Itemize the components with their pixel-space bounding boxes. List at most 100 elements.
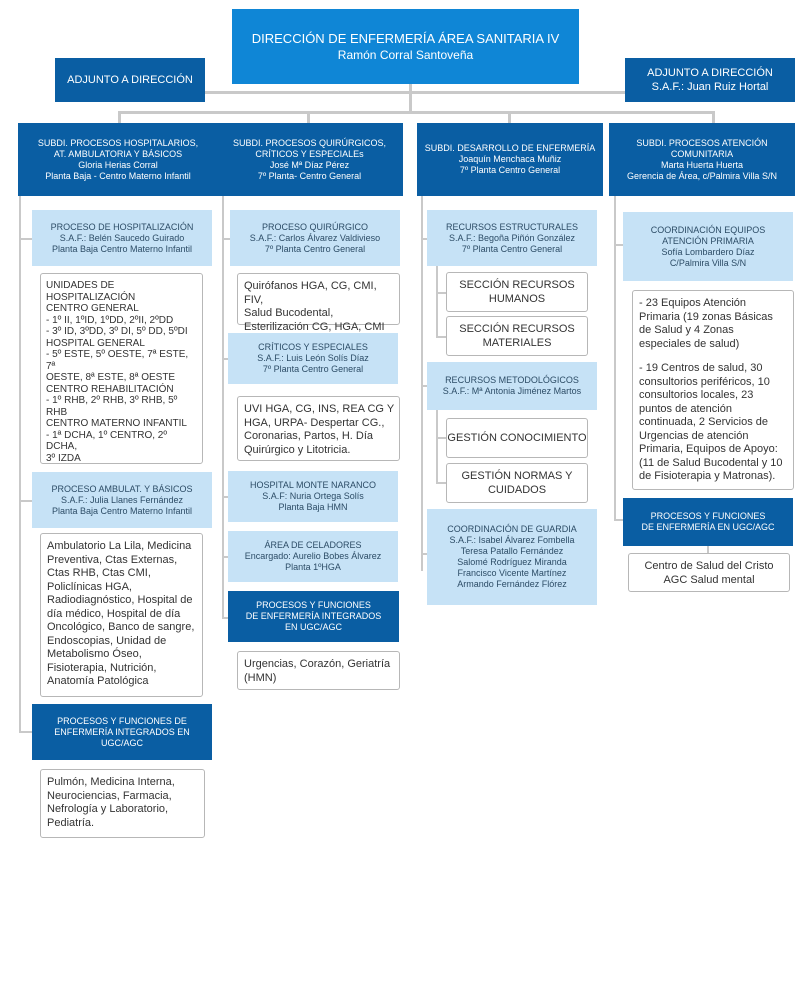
subdi-quirurgicos-header[interactable]: SUBDI. PROCESOS QUIRÚRGICOS, CRÍTICOS Y …	[216, 123, 403, 196]
connector	[436, 482, 446, 484]
recursos-estructurales-box[interactable]: RECURSOS ESTRUCTURALES S.A.F.: Begoña Pi…	[427, 210, 597, 266]
box-line: UGC/AGC	[100, 737, 143, 748]
connector	[707, 545, 709, 555]
list-line: UNIDADES DE HOSPITALIZACIÓN	[46, 280, 136, 303]
gestion-normas-cuidados[interactable]: GESTIÓN NORMAS Y CUIDADOS	[446, 463, 588, 503]
box-line: ATENCIÓN PRIMARIA	[662, 235, 754, 246]
list-line: - 1º II, 1ºID, 1ºDD, 2ºII, 2ºDD	[46, 314, 174, 326]
coordinacion-guardia-box[interactable]: COORDINACIÓN DE GUARDIA S.A.F.: Isabel Á…	[427, 509, 597, 605]
ugc-enfermeria-col4-box[interactable]: PROCESOS Y FUNCIONES DE ENFERMERÍA EN UG…	[623, 498, 793, 546]
connector	[409, 83, 412, 111]
coordinacion-atencion-primaria-box[interactable]: COORDINACIÓN EQUIPOS ATENCIÓN PRIMARIA S…	[623, 212, 793, 281]
box-line: GESTIÓN NORMAS Y	[461, 470, 573, 482]
box-line: Planta Baja Centro Materno Infantil	[51, 243, 193, 254]
connector	[222, 556, 230, 558]
list-line: Anatomía Patológica	[47, 675, 149, 687]
box-line: Salomé Rodríguez Miranda	[457, 557, 567, 567]
header-line: COMUNITARIA	[670, 148, 734, 159]
list-line: - 5º ESTE, 5º OESTE, 7ª ESTE, 7ª	[46, 349, 189, 372]
list-line: Metabolismo Óseo,	[47, 648, 142, 660]
recursos-metodologicos-box[interactable]: RECURSOS METODOLÓGICOS S.A.F.: Mª Antoni…	[427, 362, 597, 410]
list-line: continuada, 2 Servicios de	[639, 416, 769, 428]
seccion-recursos-materiales[interactable]: SECCIÓN RECURSOS MATERIALES	[446, 316, 588, 356]
header-line: SUBDI. DESARROLLO DE ENFERMERÍA	[424, 143, 596, 153]
director-box[interactable]: DIRECCIÓN DE ENFERMERÍA ÁREA SANITARIA I…	[232, 9, 579, 84]
connector	[421, 196, 423, 571]
box-line: S.A.F.: Isabel Álvarez Fombella	[449, 535, 575, 545]
box-line: ÁREA DE CELADORES	[264, 540, 362, 550]
box-line: Planta 1ºHGA	[285, 562, 341, 572]
list-line: - 3º ID, 3ºDD, 3º DI, 5º DD, 5ºDI	[46, 326, 188, 337]
header-line: SUBDI. PROCESOS ATENCIÓN	[636, 137, 768, 148]
list-line: Coronarias, Partos, H. Día	[244, 430, 373, 442]
list-line: - 23 Equipos Atención	[639, 297, 747, 309]
connector	[19, 500, 32, 502]
list-line: Oncológico, Banco de sangre,	[47, 621, 195, 633]
box-line: CUIDADOS	[487, 484, 547, 496]
list-line: consultorios locales, 23	[639, 389, 754, 401]
box-line: Planta Baja Centro Materno Infantil	[51, 505, 193, 516]
header-line: Gloria Herias Corral	[78, 159, 158, 170]
area-celadores-box[interactable]: ÁREA DE CELADORES Encargado: Aurelio Bob…	[228, 531, 398, 582]
box-line: PROCESOS Y FUNCIONES	[256, 600, 371, 610]
adjunto-right-box[interactable]: ADJUNTO A DIRECCIÓN S.A.F.: Juan Ruiz Ho…	[625, 58, 795, 102]
list-line: Primaria, Equipos de Apoyo:	[639, 443, 778, 455]
box-line: DE ENFERMERÍA INTEGRADOS	[245, 611, 382, 621]
list-line: UVI HGA, CG, INS, REA CG Y	[244, 403, 395, 415]
box-line: SECCIÓN RECURSOS	[459, 279, 575, 291]
list-line: - 1º RHB, 2º RHB, 3º RHB, 5º RHB	[46, 395, 178, 418]
connector	[436, 292, 446, 294]
box-line: 7º Planta Centro General	[461, 243, 563, 254]
proceso-ambulatorio-box[interactable]: PROCESO AMBULAT. Y BÁSICOS S.A.F.: Julia…	[32, 472, 212, 528]
connector	[19, 238, 32, 240]
connector	[508, 111, 511, 123]
box-line: PROCESOS Y FUNCIONES DE	[57, 715, 187, 726]
box-line: PROCESO QUIRÚRGICO	[261, 221, 368, 232]
proceso-hospitalizacion-box[interactable]: PROCESO DE HOSPITALIZACIÓN S.A.F.: Belén…	[32, 210, 212, 266]
list-line: Urgencias de atención	[639, 429, 749, 442]
director-name: Ramón Corral Santoveña	[337, 47, 474, 62]
list-line: Ctas RHB, Ctas CMI,	[47, 567, 151, 579]
connector	[205, 91, 625, 94]
box-line: DE ENFERMERÍA EN UGC/AGC	[641, 522, 775, 532]
box-line: ENFERMERÍA INTEGRADOS EN	[54, 726, 190, 737]
list-line: Primaria (19 zonas Básicas	[639, 310, 773, 323]
ambulatorio-list: Ambulatorio La Lila, Medicina Preventiva…	[40, 533, 203, 697]
list-line: especiales de salud)	[639, 337, 740, 350]
box-line: S.A.F.: Mª Antonia Jiménez Martos	[442, 386, 582, 396]
subdi-hospitalarios-header[interactable]: SUBDI. PROCESOS HOSPITALARIOS, AT. AMBUL…	[18, 123, 218, 196]
box-line: S.A.F.: Belén Saucedo Guirado	[59, 232, 185, 243]
list-line: Radiodiagnóstico, Hospital de	[47, 594, 193, 606]
connector	[712, 111, 715, 123]
list-line: Pediatría.	[47, 816, 95, 829]
box-line: RECURSOS ESTRUCTURALES	[445, 221, 579, 232]
hospital-monte-naranco-box[interactable]: HOSPITAL MONTE NARANCO S.A.F: Nuria Orte…	[228, 471, 398, 522]
subdi-comunitaria-header[interactable]: SUBDI. PROCESOS ATENCIÓN COMUNITARIA Mar…	[609, 123, 795, 196]
box-line: C/Palmira Villa S/N	[669, 257, 747, 268]
gestion-conocimiento[interactable]: GESTIÓN CONOCIMIENTO	[446, 418, 588, 458]
list-line: CENTRO MATERNO INFANTIL	[46, 418, 187, 429]
box-line: PROCESO DE HOSPITALIZACIÓN	[50, 221, 194, 232]
connector	[614, 244, 624, 246]
list-line: HOSPITAL GENERAL	[46, 337, 145, 349]
ugc-col4-list: Centro de Salud del Cristo AGC Salud men…	[628, 553, 790, 592]
criticos-especiales-box[interactable]: CRÍTICOS Y ESPECIALES S.A.F.: Luis León …	[228, 333, 398, 384]
adjunto-left-box[interactable]: ADJUNTO A DIRECCIÓN	[55, 58, 205, 102]
ugc-integrados-col1-box[interactable]: PROCESOS Y FUNCIONES DE ENFERMERÍA INTEG…	[32, 704, 212, 760]
connector	[614, 519, 624, 521]
list-line: - 19 Centros de salud, 30	[639, 362, 763, 374]
list-line: 3º IZDA	[46, 452, 81, 464]
ugc-col1-list: Pulmón, Medicina Interna, Neurociencias,…	[40, 769, 205, 838]
ugc-integrados-col2-box[interactable]: PROCESOS Y FUNCIONES DE ENFERMERÍA INTEG…	[228, 591, 399, 642]
list-line: Quirúrgico y Litotricia.	[244, 443, 351, 456]
adjunto-right-name: S.A.F.: Juan Ruiz Hortal	[651, 81, 769, 93]
box-line: Sofía Lombardero Díaz	[661, 246, 755, 257]
box-line: S.A.F: Nuria Ortega Solís	[262, 491, 364, 501]
list-line: Preventiva, Ctas Externas,	[47, 553, 178, 566]
header-line: Gerencia de Área, c/Palmira Villa S/N	[627, 170, 777, 181]
connector	[421, 238, 428, 240]
proceso-quirurgico-box[interactable]: PROCESO QUIRÚRGICO S.A.F.: Carlos Álvare…	[230, 210, 400, 266]
list-line: consultorios periféricos, 10	[639, 375, 770, 388]
seccion-recursos-humanos[interactable]: SECCIÓN RECURSOS HUMANOS	[446, 272, 588, 312]
subdi-desarrollo-header[interactable]: SUBDI. DESARROLLO DE ENFERMERÍA Joaquín …	[417, 123, 603, 196]
